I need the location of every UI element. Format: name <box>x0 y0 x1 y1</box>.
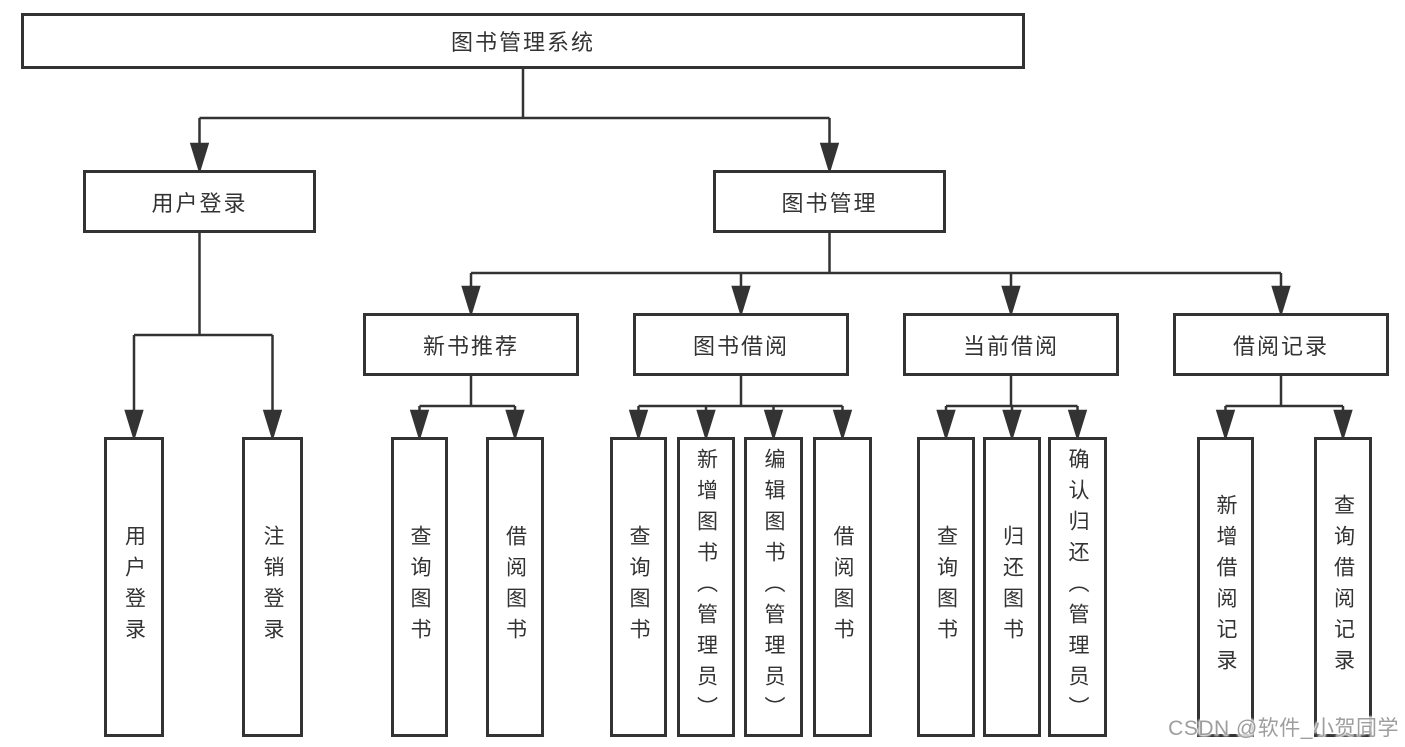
arrow-down-icon <box>936 409 956 442</box>
connector-root-to-level1 <box>189 69 840 175</box>
connector-new-book-rec-to-children <box>409 376 525 442</box>
leaf-nbr-borrow-books-label: 借阅图书 <box>503 525 527 649</box>
arrow-down-icon <box>262 409 283 442</box>
leaf-cb-confirm-return-admin-label: 确认归还（管理员） <box>1066 447 1089 727</box>
node-current-borrow: 当前借阅 <box>903 313 1119 376</box>
connector-current-borrow-to-children <box>936 376 1088 442</box>
arrow-down-icon <box>505 409 525 442</box>
leaf-cb-return-books: 归还图书 <box>983 437 1041 737</box>
arrow-down-icon <box>409 409 430 442</box>
node-borrow-records: 借阅记录 <box>1173 313 1389 376</box>
arrow-down-icon <box>731 285 751 318</box>
arrow-down-icon <box>819 142 840 175</box>
arrow-down-icon <box>1001 285 1021 318</box>
csdn-watermark: CSDN @软件_小贺同学 <box>1168 717 1399 740</box>
node-book-borrow-label: 图书借阅 <box>692 333 789 359</box>
connector-borrow-records-to-children <box>1215 376 1353 442</box>
arrow-down-icon <box>1215 409 1236 442</box>
arrow-down-icon <box>189 142 210 175</box>
leaf-bb-borrow-books: 借阅图书 <box>813 437 872 737</box>
node-root-label: 图书管理系统 <box>450 30 595 55</box>
arrow-down-icon <box>1002 409 1022 442</box>
leaf-cb-confirm-return-admin: 确认归还（管理员） <box>1048 437 1107 737</box>
arrow-down-icon <box>1067 409 1088 442</box>
leaf-bb-edit-books-admin-label: 编辑图书（管理员） <box>762 447 785 727</box>
leaf-logout: 注销登录 <box>242 437 303 737</box>
leaf-user-login: 用户登录 <box>104 437 164 737</box>
leaf-bb-query-books: 查询图书 <box>610 437 667 737</box>
leaf-nbr-query-books: 查询图书 <box>391 437 448 737</box>
connector-book-borrow-to-children <box>628 376 853 442</box>
leaf-br-add-record: 新增借阅记录 <box>1197 437 1254 737</box>
node-book-borrow: 图书借阅 <box>633 313 849 376</box>
node-book-mgmt-label: 图书管理 <box>781 190 878 216</box>
node-current-borrow-label: 当前借阅 <box>962 333 1059 359</box>
leaf-nbr-query-books-label: 查询图书 <box>408 525 431 649</box>
arrow-down-icon <box>461 285 481 318</box>
node-user-login: 用户登录 <box>83 170 316 233</box>
leaf-logout-label: 注销登录 <box>261 525 284 649</box>
connector-book-mgmt-to-level2 <box>461 233 1291 318</box>
node-new-book-rec: 新书推荐 <box>363 313 579 376</box>
leaf-nbr-borrow-books: 借阅图书 <box>486 437 544 737</box>
node-book-mgmt: 图书管理 <box>713 170 946 233</box>
leaf-br-add-record-label: 新增借阅记录 <box>1214 494 1237 680</box>
leaf-cb-query-books-label: 查询图书 <box>934 525 958 649</box>
leaf-bb-add-books-admin: 新增图书（管理员） <box>677 437 735 737</box>
leaf-bb-query-books-label: 查询图书 <box>627 525 650 649</box>
arrow-down-icon <box>832 409 853 442</box>
leaf-user-login-label: 用户登录 <box>122 525 146 649</box>
leaf-cb-return-books-label: 归还图书 <box>1000 525 1024 649</box>
leaf-br-query-record: 查询借阅记录 <box>1314 437 1372 737</box>
leaf-br-query-record-label: 查询借阅记录 <box>1331 494 1355 680</box>
node-borrow-records-label: 借阅记录 <box>1232 333 1329 359</box>
arrow-down-icon <box>628 409 649 442</box>
leaf-bb-add-books-admin-label: 新增图书（管理员） <box>694 447 718 727</box>
leaf-bb-borrow-books-label: 借阅图书 <box>831 525 854 649</box>
arrow-down-icon <box>1333 409 1353 442</box>
leaf-cb-query-books: 查询图书 <box>917 437 975 737</box>
node-root: 图书管理系统 <box>21 13 1025 69</box>
node-user-login-label: 用户登录 <box>151 190 248 216</box>
arrow-down-icon <box>696 409 716 442</box>
arrow-down-icon <box>1271 285 1291 318</box>
node-new-book-rec-label: 新书推荐 <box>422 333 519 359</box>
connector-user-login-to-children <box>124 233 283 442</box>
leaf-bb-edit-books-admin: 编辑图书（管理员） <box>744 437 803 737</box>
arrow-down-icon <box>124 409 144 442</box>
arrow-down-icon <box>763 409 784 442</box>
